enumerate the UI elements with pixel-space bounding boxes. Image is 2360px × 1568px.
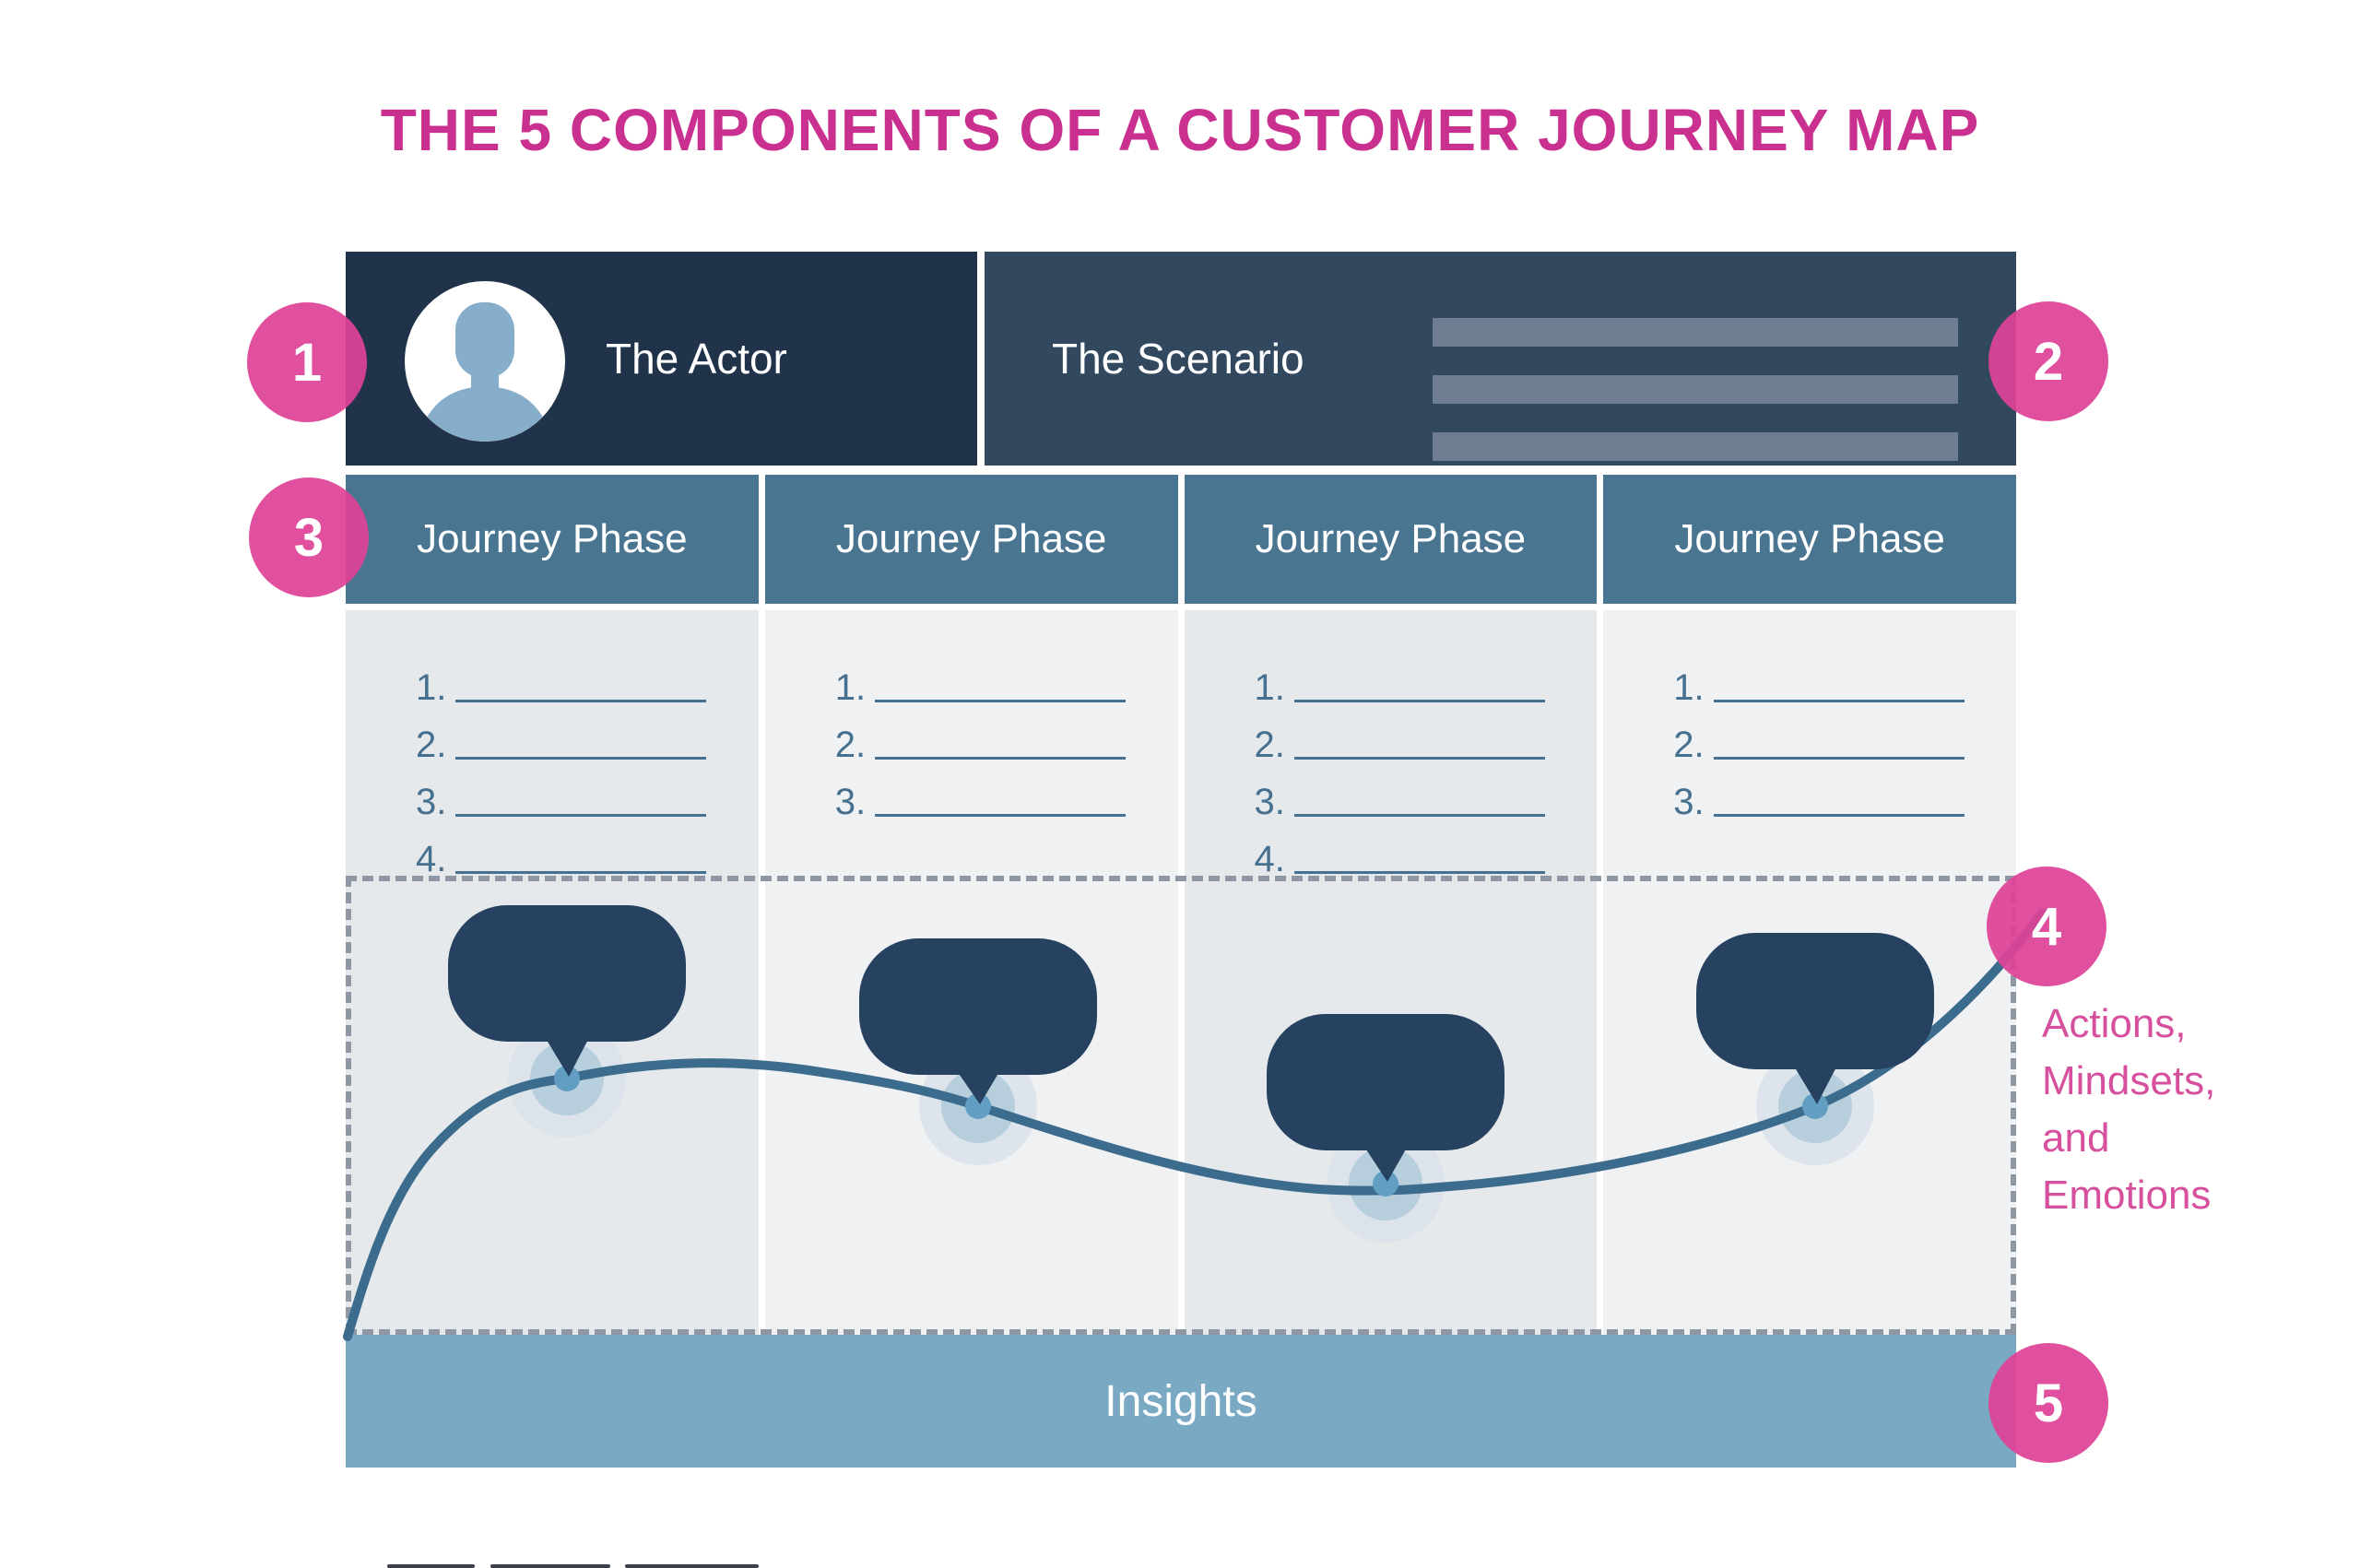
cropped-footer-text bbox=[625, 1564, 759, 1568]
blank-item: 1. bbox=[1255, 649, 1550, 706]
blank-list: 1. 2. 3. 4. bbox=[346, 610, 759, 878]
blank-number: 3. bbox=[1254, 782, 1285, 822]
journey-phase-header: Journey Phase bbox=[346, 475, 759, 604]
blank-line bbox=[1293, 834, 1545, 874]
blank-line bbox=[1713, 720, 1965, 760]
blank-line bbox=[455, 663, 707, 702]
blank-number: 3. bbox=[1673, 782, 1705, 822]
blank-number: 2. bbox=[834, 725, 867, 765]
insights-label: Insights bbox=[1104, 1376, 1257, 1426]
blank-item: 3. bbox=[1255, 763, 1550, 820]
cropped-footer-text bbox=[387, 1564, 475, 1568]
blank-item: 3. bbox=[1673, 763, 1968, 820]
insights-bar: Insights bbox=[346, 1335, 2016, 1468]
blank-item: 1. bbox=[1673, 649, 1968, 706]
blank-item: 2. bbox=[835, 706, 1130, 763]
placeholder-line bbox=[1433, 375, 1958, 404]
badge-1: 1 bbox=[247, 302, 367, 422]
blank-number: 1. bbox=[1254, 667, 1285, 708]
annotation-line: Emotions bbox=[2042, 1173, 2212, 1218]
blank-line bbox=[455, 834, 707, 874]
scenario-panel: The Scenario bbox=[985, 252, 2016, 466]
blank-line bbox=[1293, 777, 1545, 817]
scenario-placeholder-lines bbox=[1433, 318, 1958, 489]
blank-list: 1. 2. 3. bbox=[765, 610, 1178, 820]
annotation-line: and bbox=[2042, 1115, 2110, 1161]
cropped-footer-text bbox=[490, 1564, 610, 1568]
blank-line bbox=[1293, 720, 1545, 760]
badge-4: 4 bbox=[1987, 867, 2106, 986]
avatar bbox=[405, 281, 565, 442]
blank-line bbox=[1713, 663, 1965, 702]
blank-item: 2. bbox=[416, 706, 711, 763]
blank-number: 1. bbox=[1673, 667, 1705, 708]
actor-label: The Actor bbox=[606, 335, 787, 383]
blank-item: 1. bbox=[835, 649, 1130, 706]
blank-number: 4. bbox=[416, 839, 447, 879]
blank-number: 2. bbox=[1254, 725, 1285, 765]
actions-mindsets-emotions-region bbox=[346, 876, 2016, 1335]
blank-line bbox=[875, 777, 1127, 817]
blank-number: 1. bbox=[834, 667, 867, 708]
blank-number: 4. bbox=[1254, 839, 1285, 879]
blank-line bbox=[455, 777, 707, 817]
journey-phase-header: Journey Phase bbox=[1603, 475, 2016, 604]
blank-item: 2. bbox=[1673, 706, 1968, 763]
journey-phase-header-row: Journey Phase Journey Phase Journey Phas… bbox=[346, 475, 2016, 604]
blank-line bbox=[1293, 663, 1545, 702]
blank-list: 1. 2. 3. 4. bbox=[1185, 610, 1598, 878]
blank-list: 1. 2. 3. bbox=[1603, 610, 2016, 820]
scenario-label: The Scenario bbox=[1052, 335, 1304, 383]
annotation-line: Mindsets, bbox=[2042, 1058, 2216, 1103]
badge-2: 2 bbox=[1988, 301, 2108, 421]
blank-item: 4. bbox=[1255, 820, 1550, 878]
blank-item: 4. bbox=[416, 820, 711, 878]
blank-number: 2. bbox=[416, 725, 447, 765]
blank-number: 3. bbox=[416, 782, 447, 822]
placeholder-line bbox=[1433, 432, 1958, 461]
blank-line bbox=[875, 663, 1127, 702]
blank-item: 3. bbox=[416, 763, 711, 820]
journey-phase-header: Journey Phase bbox=[1184, 475, 1598, 604]
blank-line bbox=[455, 720, 707, 760]
blank-line bbox=[875, 720, 1127, 760]
actor-panel: The Actor bbox=[346, 252, 977, 466]
annotation-line: Actions, bbox=[2042, 1001, 2187, 1046]
page-title: THE 5 COMPONENTS OF A CUSTOMER JOURNEY M… bbox=[380, 97, 1980, 163]
actions-mindsets-emotions-label: Actions, Mindsets, and Emotions bbox=[2042, 996, 2215, 1224]
blank-item: 3. bbox=[835, 763, 1130, 820]
placeholder-line bbox=[1433, 318, 1958, 347]
blank-number: 3. bbox=[834, 782, 867, 822]
blank-item: 2. bbox=[1255, 706, 1550, 763]
person-icon bbox=[417, 302, 553, 442]
badge-5: 5 bbox=[1988, 1343, 2108, 1463]
journey-phase-header: Journey Phase bbox=[764, 475, 1178, 604]
badge-3: 3 bbox=[249, 477, 369, 597]
blank-number: 1. bbox=[416, 667, 447, 708]
blank-line bbox=[1713, 777, 1965, 817]
blank-item: 1. bbox=[416, 649, 711, 706]
blank-number: 2. bbox=[1673, 725, 1705, 765]
